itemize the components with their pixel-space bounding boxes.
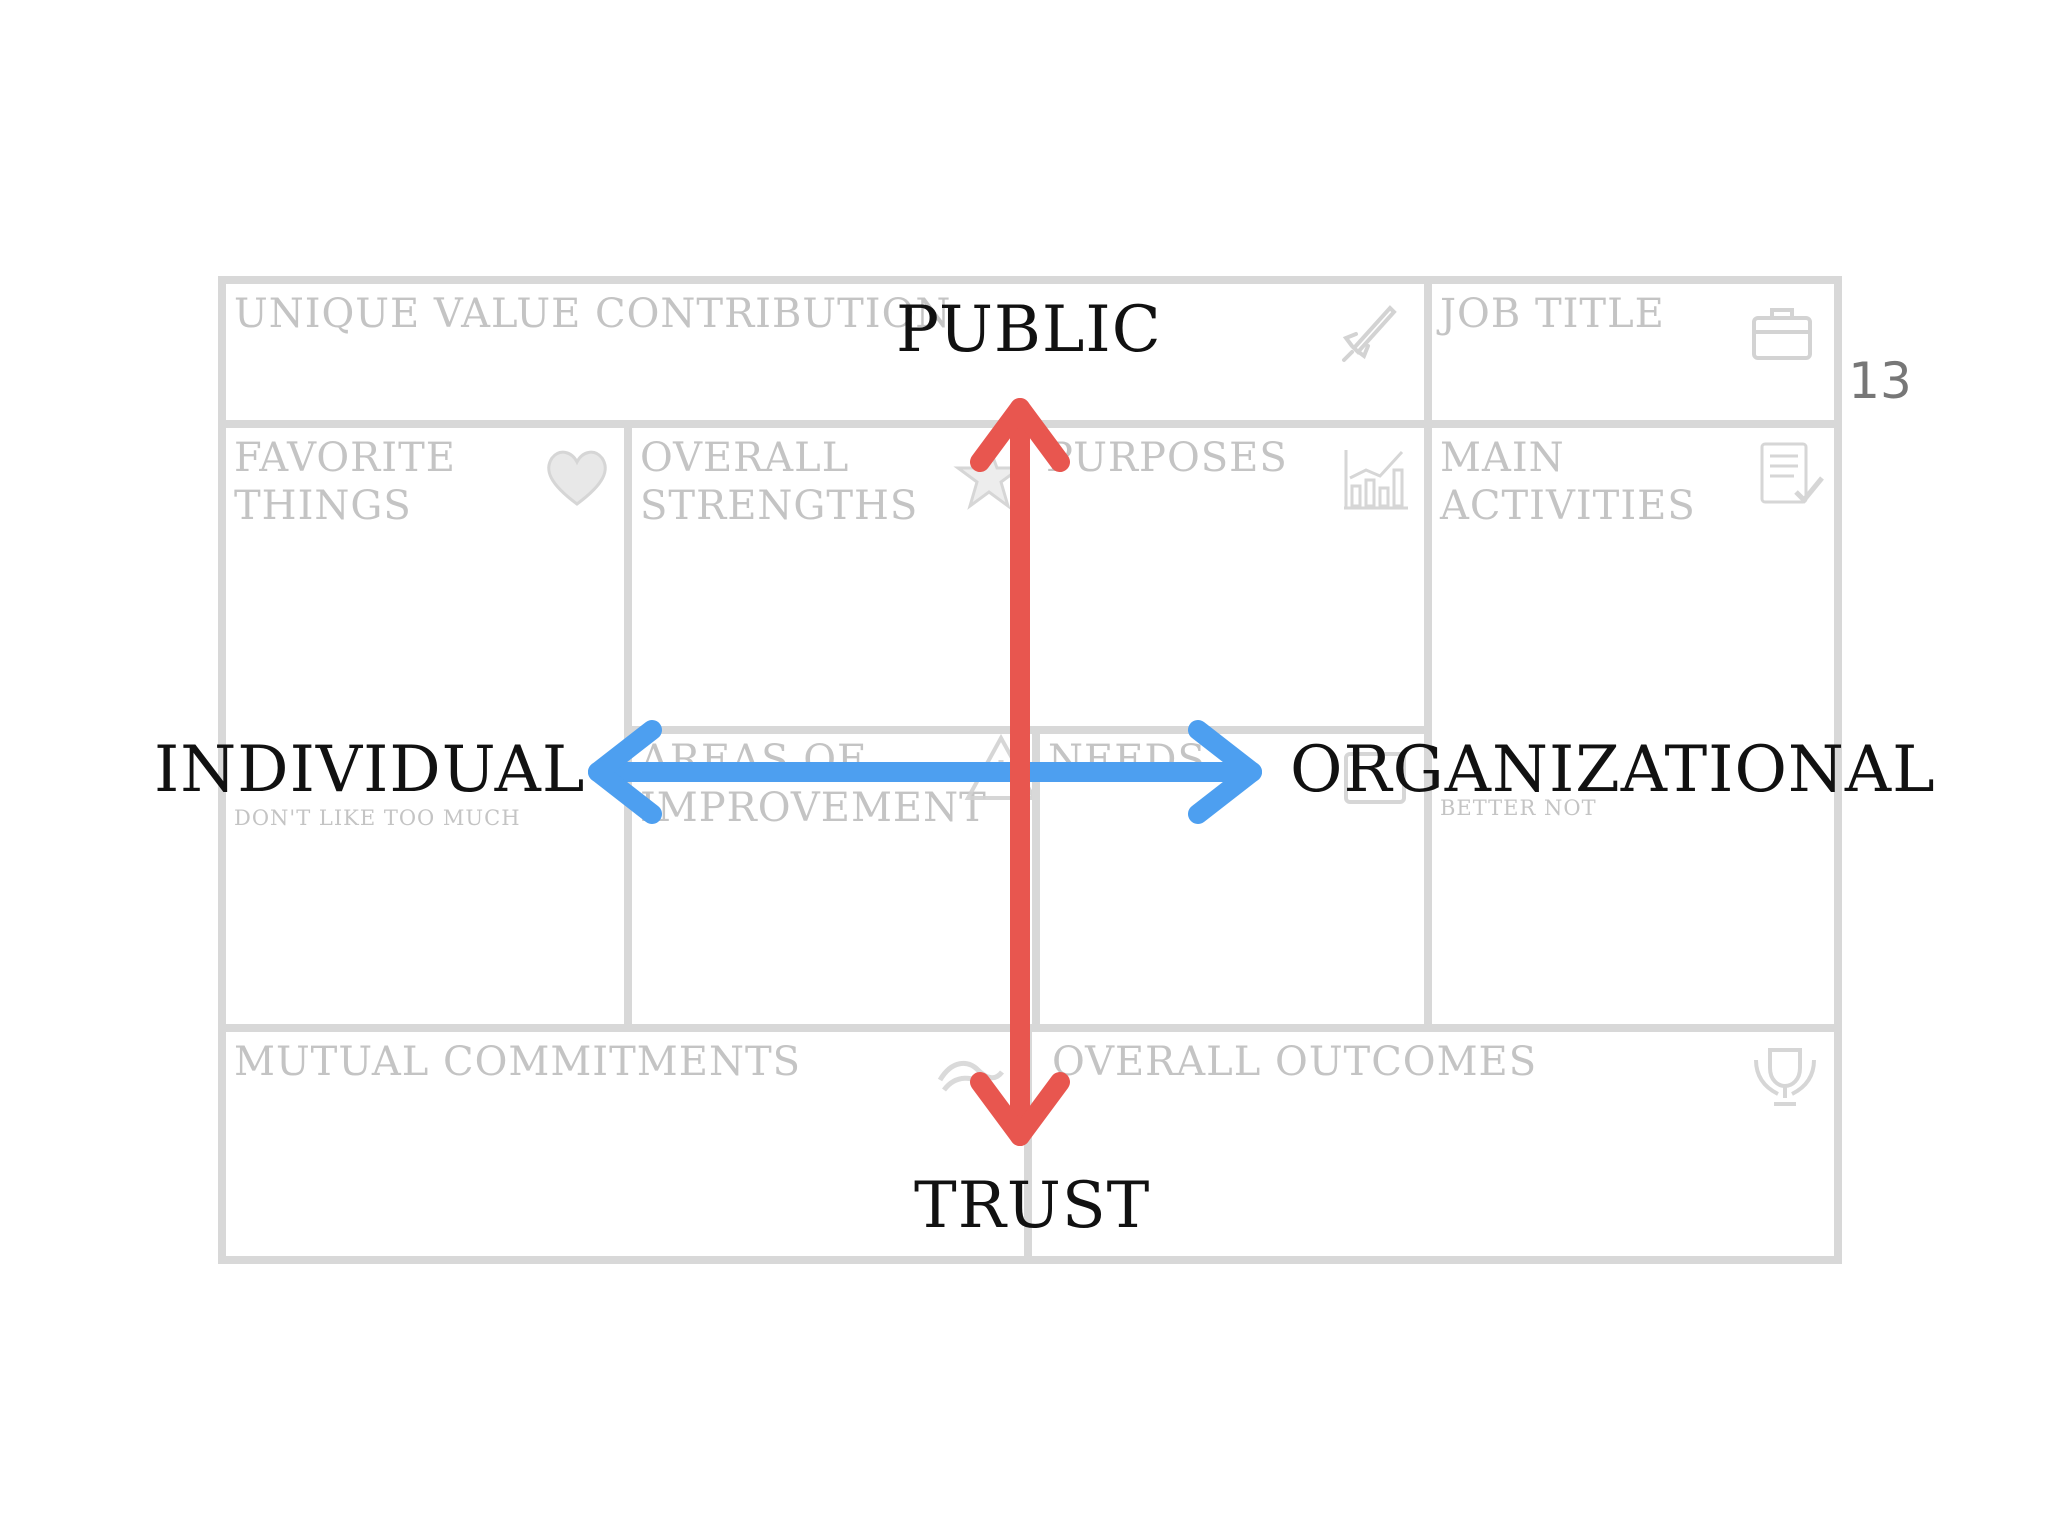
cell-favorite-things: FAVORITE THINGS bbox=[218, 420, 632, 1032]
axis-label-trust: TRUST bbox=[914, 1169, 1151, 1243]
slide-number: 13 bbox=[1848, 352, 1912, 410]
better-not-subtitle: BETTER NOT bbox=[1440, 796, 1597, 820]
axis-label-public: PUBLIC bbox=[896, 293, 1162, 367]
cell-title: MUTUAL COMMITMENTS bbox=[234, 1039, 802, 1085]
box-icon bbox=[1344, 752, 1406, 804]
horizontal-double-arrow bbox=[588, 720, 1262, 824]
bar-chart-icon bbox=[1344, 450, 1408, 510]
cell-main-activities: MAIN ACTIVITIES bbox=[1424, 420, 1842, 1032]
cell-title: FAVORITE THINGS bbox=[234, 435, 456, 529]
heart-icon bbox=[547, 450, 607, 506]
cell-title: PURPOSES bbox=[1046, 435, 1288, 481]
rocket-icon bbox=[1342, 305, 1397, 362]
dont-like-subtitle: DON'T LIKE TOO MUCH bbox=[234, 806, 521, 830]
cell-title: OVERALL STRENGTHS bbox=[640, 435, 919, 529]
cell-title: UNIQUE VALUE CONTRIBUTION bbox=[234, 291, 952, 337]
trophy-icon bbox=[1754, 1048, 1816, 1106]
axis-label-individual: INDIVIDUAL bbox=[154, 733, 586, 807]
cell-title: JOB TITLE bbox=[1440, 291, 1665, 337]
vertical-double-arrow bbox=[970, 398, 1070, 1146]
cell-title: MAIN ACTIVITIES bbox=[1440, 435, 1696, 529]
briefcase-icon bbox=[1752, 308, 1812, 360]
axis-label-organizational: ORGANIZATIONAL bbox=[1290, 733, 1936, 807]
cell-unique-value-contribution: UNIQUE VALUE CONTRIBUTION bbox=[218, 276, 1432, 428]
cell-overall-outcomes: OVERALL OUTCOMES bbox=[1024, 1024, 1842, 1264]
cell-title: OVERALL OUTCOMES bbox=[1052, 1039, 1538, 1085]
checklist-icon bbox=[1760, 442, 1824, 504]
cell-mutual-commitments: MUTUAL COMMITMENTS bbox=[218, 1024, 1032, 1264]
